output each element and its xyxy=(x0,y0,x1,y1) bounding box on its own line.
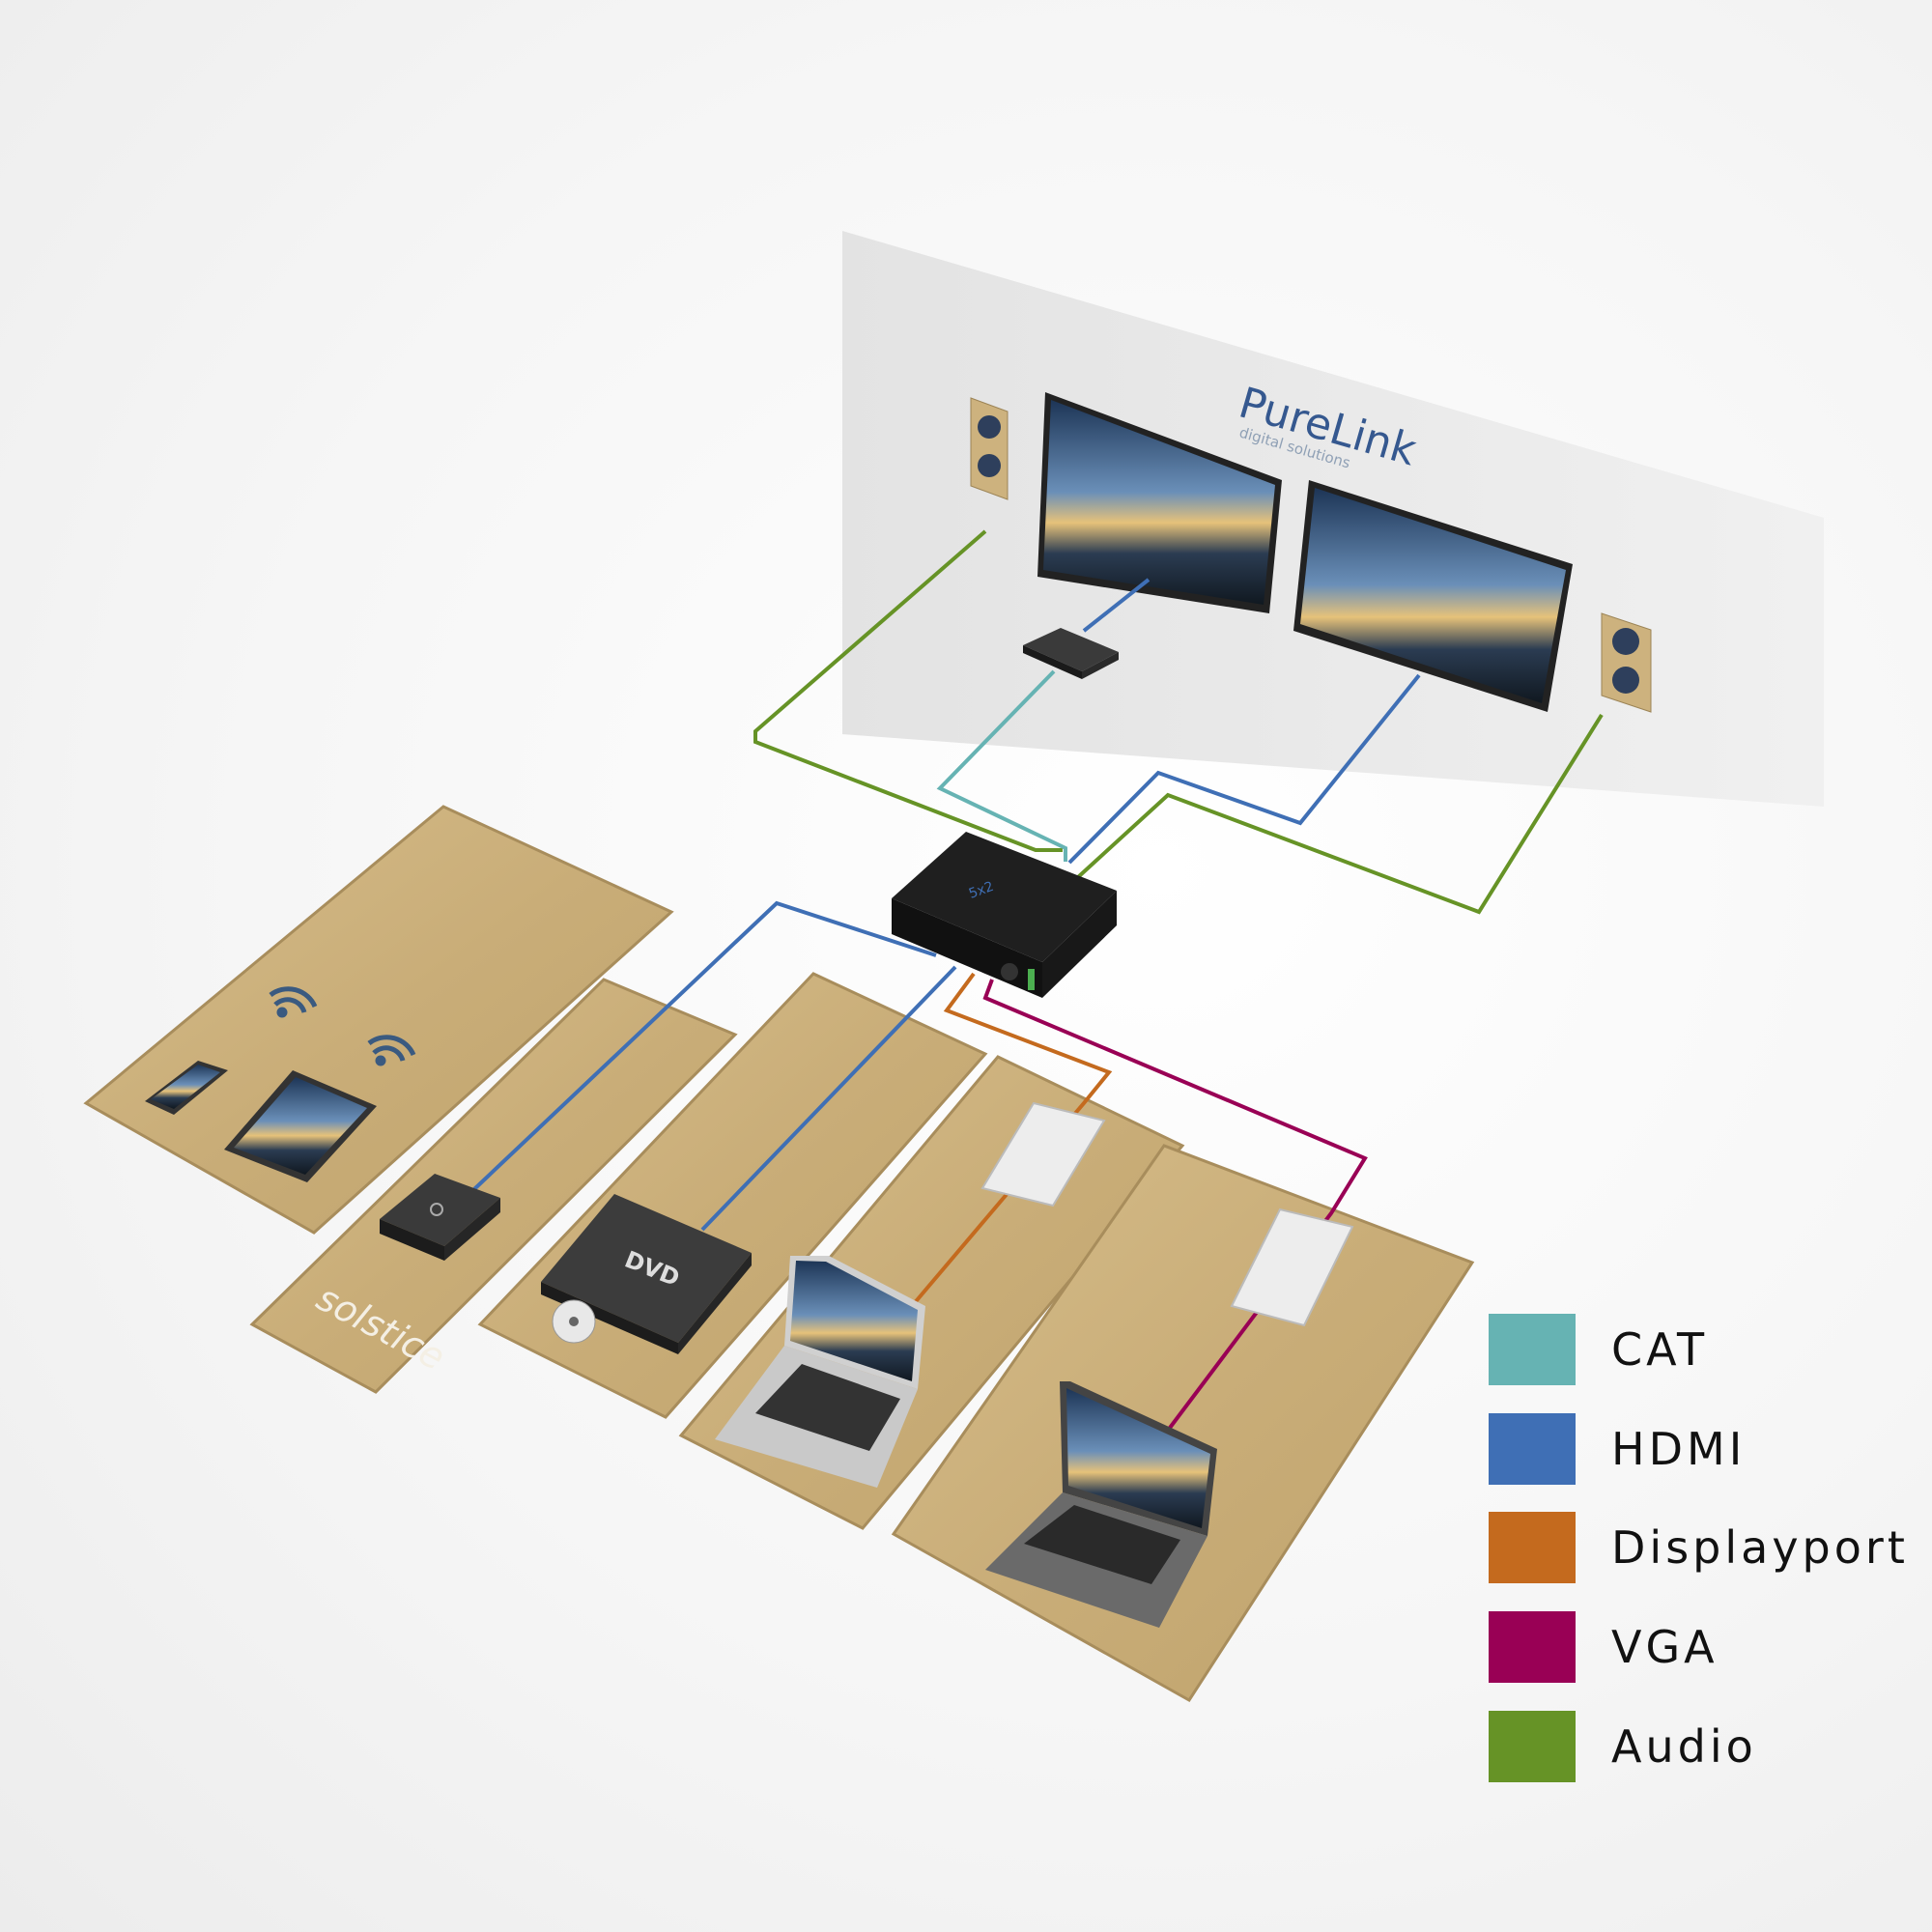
legend-label: HDMI xyxy=(1611,1423,1747,1475)
wifi-icon xyxy=(367,1035,416,1066)
legend-label: CAT xyxy=(1611,1323,1709,1376)
legend-swatch-audio xyxy=(1489,1711,1576,1782)
legend-item-hdmi: HDMI xyxy=(1489,1413,1932,1485)
cable-hdmi-left-monitor xyxy=(1082,578,1151,633)
laptop-silver xyxy=(715,1256,925,1488)
cable-hdmi-solstice xyxy=(472,900,937,1191)
legend-swatch-displayport xyxy=(1489,1512,1576,1583)
smartphone-icon xyxy=(145,1061,228,1115)
presentation-switcher: 5x2 xyxy=(892,832,1117,998)
laptop-gray xyxy=(985,1381,1217,1628)
cable-hdmi-right-monitor xyxy=(1067,673,1421,865)
cable-audio-right xyxy=(1076,713,1604,915)
tablet-icon xyxy=(224,1070,377,1182)
wifi-icon xyxy=(269,986,318,1018)
level-meter xyxy=(1028,969,1035,990)
legend-label: Displayport xyxy=(1611,1521,1909,1574)
legend-item-cat: CAT xyxy=(1489,1314,1932,1385)
desk-board-solstice xyxy=(249,978,738,1394)
legend-label: VGA xyxy=(1611,1621,1719,1673)
speaker-right-icon xyxy=(1601,612,1652,713)
legend-item-vga: VGA xyxy=(1489,1611,1932,1683)
legend-item-audio: Audio xyxy=(1489,1711,1932,1782)
floor-box-displayport xyxy=(980,1101,1106,1208)
monitor-left xyxy=(1037,392,1282,613)
legend-label: Audio xyxy=(1611,1720,1757,1773)
dvd-player: DVD xyxy=(541,1194,752,1354)
desk-board-mobile xyxy=(83,805,674,1235)
legend-swatch-vga xyxy=(1489,1611,1576,1683)
floor-box-vga xyxy=(1230,1208,1354,1327)
solstice-pod xyxy=(380,1174,500,1261)
speaker-left-icon xyxy=(970,397,1009,500)
legend-swatch-hdmi xyxy=(1489,1413,1576,1485)
hdbaset-receiver xyxy=(1023,628,1119,679)
monitor-right xyxy=(1293,480,1573,712)
legend-item-displayport: Displayport xyxy=(1489,1512,1932,1583)
cable-cat xyxy=(936,669,1067,862)
cable-audio-left xyxy=(753,529,1063,852)
cable-hdmi-dvd xyxy=(700,965,957,1232)
legend-swatch-cat xyxy=(1489,1314,1576,1385)
volume-knob xyxy=(1001,963,1018,980)
